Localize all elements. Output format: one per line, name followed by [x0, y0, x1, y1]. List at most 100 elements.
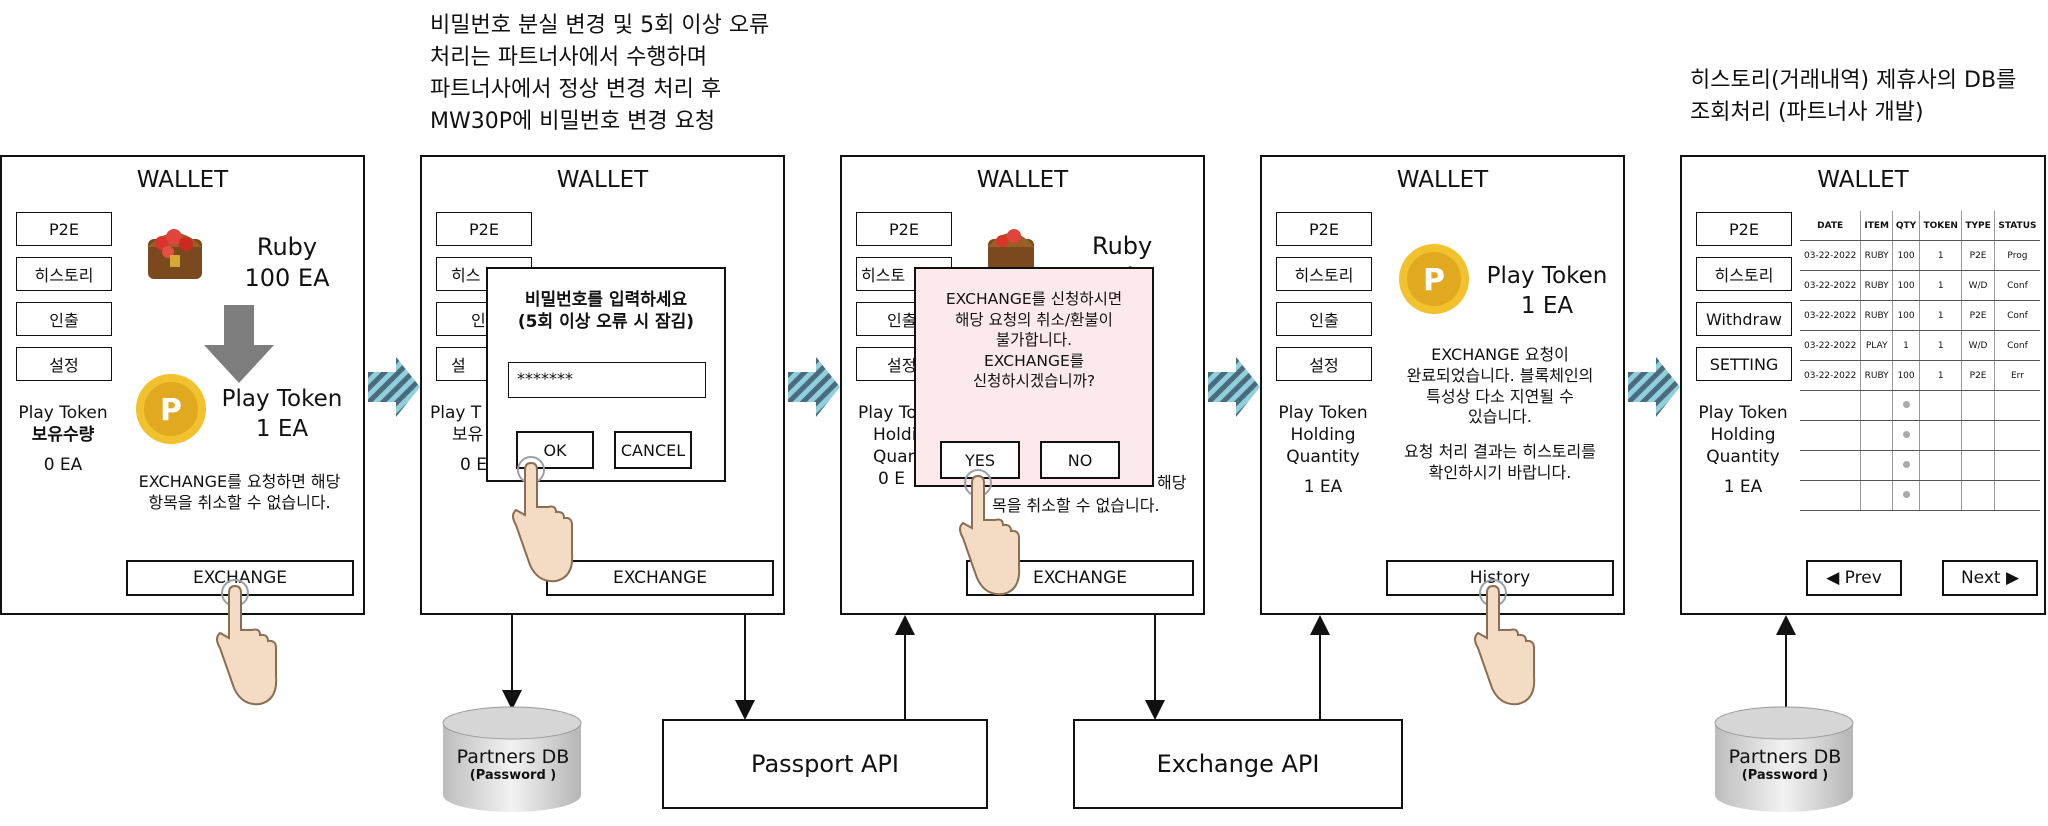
- menu-p2e-button[interactable]: P2E: [856, 212, 952, 246]
- holding-amount: 1 EA: [1303, 477, 1343, 498]
- complete-message: 완료되었습니다. 블록체인의: [1406, 365, 1594, 385]
- wallet-screen-4: WALLET P2E 히스토리 인출 설정 P Play Token 1 EA …: [1260, 155, 1625, 615]
- cell: 03-22-2022: [1800, 300, 1861, 331]
- table-row-more: [1800, 390, 2040, 421]
- note-line: 조회처리 (파트너사 개발): [1690, 99, 1924, 125]
- ruby-amount: 100 EA: [244, 264, 330, 293]
- cell: Conf: [1993, 330, 2040, 361]
- menu-history-button[interactable]: 히스토리: [16, 257, 112, 291]
- ruby-label: Ruby: [256, 233, 318, 261]
- more-dot-icon: [1902, 460, 1910, 468]
- note-line: 파트너사에서 정상 변경 처리 후: [430, 76, 722, 102]
- menu-history-button[interactable]: 히스토리: [1696, 257, 1792, 291]
- confirm-text: EXCHANGE를 신청하시면: [945, 290, 1123, 308]
- cell: W/D: [1961, 270, 1995, 301]
- database-icon: [442, 706, 582, 812]
- no-button[interactable]: NO: [1040, 441, 1120, 479]
- header-qty: QTY: [1891, 211, 1920, 241]
- cell: 100: [1891, 360, 1920, 391]
- cell: RUBY: [1860, 240, 1893, 271]
- wallet-screen-5: WALLET P2E 히스토리 Withdraw SETTING Play To…: [1680, 155, 2046, 615]
- menu-p2e-button[interactable]: P2E: [16, 212, 112, 246]
- password-input[interactable]: *******: [508, 362, 706, 398]
- wallet-title: WALLET: [976, 167, 1069, 193]
- wallet-title: WALLET: [136, 167, 229, 193]
- menu-p2e-button[interactable]: P2E: [1276, 212, 1372, 246]
- cell: 1: [1891, 330, 1920, 361]
- table-row[interactable]: 03-22-2022 RUBY 100 1 P2E Conf: [1800, 300, 2040, 331]
- cell: RUBY: [1860, 360, 1893, 391]
- more-dot-icon: [1902, 400, 1910, 408]
- complete-message: 있습니다.: [1468, 407, 1532, 427]
- header-token: TOKEN: [1919, 211, 1962, 241]
- menu-settings-button[interactable]: SETTING: [1696, 347, 1792, 381]
- exchange-warning: EXCHANGE를 요청하면 해당: [138, 472, 341, 491]
- menu-withdraw-button[interactable]: Withdraw: [1696, 302, 1792, 336]
- play-token-coin-icon: P: [1399, 244, 1469, 314]
- holding-label: 보유수량: [31, 425, 95, 446]
- cell: P2E: [1961, 360, 1995, 391]
- prev-page-button[interactable]: ◀ Prev: [1806, 560, 1902, 596]
- note-line: MW30P에 비밀번호 변경 요청: [430, 108, 716, 134]
- result-message: 확인하시기 바랍니다.: [1428, 462, 1572, 482]
- tapping-hand-icon: [1474, 579, 1536, 706]
- wallet-title: WALLET: [556, 167, 649, 193]
- tapping-hand-icon: [216, 579, 278, 706]
- cell: 03-22-2022: [1800, 240, 1861, 271]
- header-status: STATUS: [1993, 211, 2040, 241]
- flow-arrow-icon: [1208, 357, 1260, 417]
- note-line: 히스토리(거래내역) 제휴사의 DB를: [1690, 68, 2017, 93]
- down-arrow-icon: [204, 305, 274, 383]
- flow-arrow-icon: [368, 357, 420, 417]
- partners-db-label: Partners DB: [1728, 746, 1842, 768]
- note-password-policy: 비밀번호 분실 변경 및 5회 이상 오류 처리는 파트너사에서 수행하며 파트…: [430, 10, 769, 138]
- cell: 1: [1919, 360, 1962, 391]
- cell: Conf: [1993, 270, 2040, 301]
- token-label: Play Token: [221, 386, 343, 412]
- wallet-title: WALLET: [1817, 167, 1909, 193]
- menu-withdraw-button[interactable]: 인출: [1276, 302, 1372, 336]
- cell: 100: [1891, 300, 1920, 331]
- table-row[interactable]: 03-22-2022 RUBY 100 1 P2E Prog: [1800, 240, 2040, 271]
- next-page-button[interactable]: Next ▶: [1942, 560, 2038, 596]
- treasure-chest-icon: [988, 229, 1034, 273]
- menu-p2e-button[interactable]: P2E: [436, 212, 532, 246]
- note-line: 처리는 파트너사에서 수행하며: [430, 44, 708, 70]
- exchange-warning: 목을 취소할 수 없습니다.: [992, 496, 1160, 515]
- token-amount: 1 EA: [1520, 292, 1574, 319]
- token-label: Play Token: [1486, 263, 1608, 289]
- cell: RUBY: [1860, 300, 1893, 331]
- cell: 03-22-2022: [1800, 270, 1861, 301]
- holding-label: Holding: [1710, 425, 1776, 446]
- cell: 1: [1919, 300, 1962, 331]
- table-row-more: [1800, 420, 2040, 451]
- holding-label: Play Tok: [858, 403, 927, 423]
- svg-text:P: P: [160, 393, 182, 428]
- history-table: DATE ITEM QTY TOKEN TYPE STATUS 03-22-20…: [1800, 211, 2040, 511]
- cell: Conf: [1993, 300, 2040, 331]
- partners-db-sublabel: (Password ): [469, 768, 557, 783]
- cell: Err: [1993, 360, 2040, 391]
- note-line: 비밀번호 분실 변경 및 5회 이상 오류: [430, 13, 770, 38]
- menu-settings-button[interactable]: 설정: [16, 347, 112, 381]
- cell: PLAY: [1860, 330, 1893, 361]
- menu-p2e-button[interactable]: P2E: [1696, 212, 1792, 246]
- table-row[interactable]: 03-22-2022 RUBY 100 1 P2E Err: [1800, 360, 2040, 391]
- holding-amount: 0 E: [460, 455, 487, 476]
- holding-label: Play Token: [1278, 403, 1368, 423]
- menu-withdraw-button[interactable]: 인출: [16, 302, 112, 336]
- svg-text:P: P: [1423, 263, 1445, 298]
- more-dot-icon: [1902, 490, 1910, 498]
- exchange-api-box: Exchange API: [1073, 719, 1403, 809]
- menu-settings-button[interactable]: 설정: [1276, 347, 1372, 381]
- history-button[interactable]: History: [1386, 560, 1614, 596]
- table-row-more: [1800, 450, 2040, 481]
- holding-label: Quantity: [1706, 447, 1780, 468]
- menu-history-button[interactable]: 히스토리: [1276, 257, 1372, 291]
- holding-label: Play Token: [1698, 403, 1788, 423]
- cell: W/D: [1961, 330, 1995, 361]
- cancel-button[interactable]: CANCEL: [614, 431, 692, 469]
- table-row[interactable]: 03-22-2022 RUBY 100 1 W/D Conf: [1800, 270, 2040, 301]
- table-row[interactable]: 03-22-2022 PLAY 1 1 W/D Conf: [1800, 330, 2040, 361]
- cell: P2E: [1961, 300, 1995, 331]
